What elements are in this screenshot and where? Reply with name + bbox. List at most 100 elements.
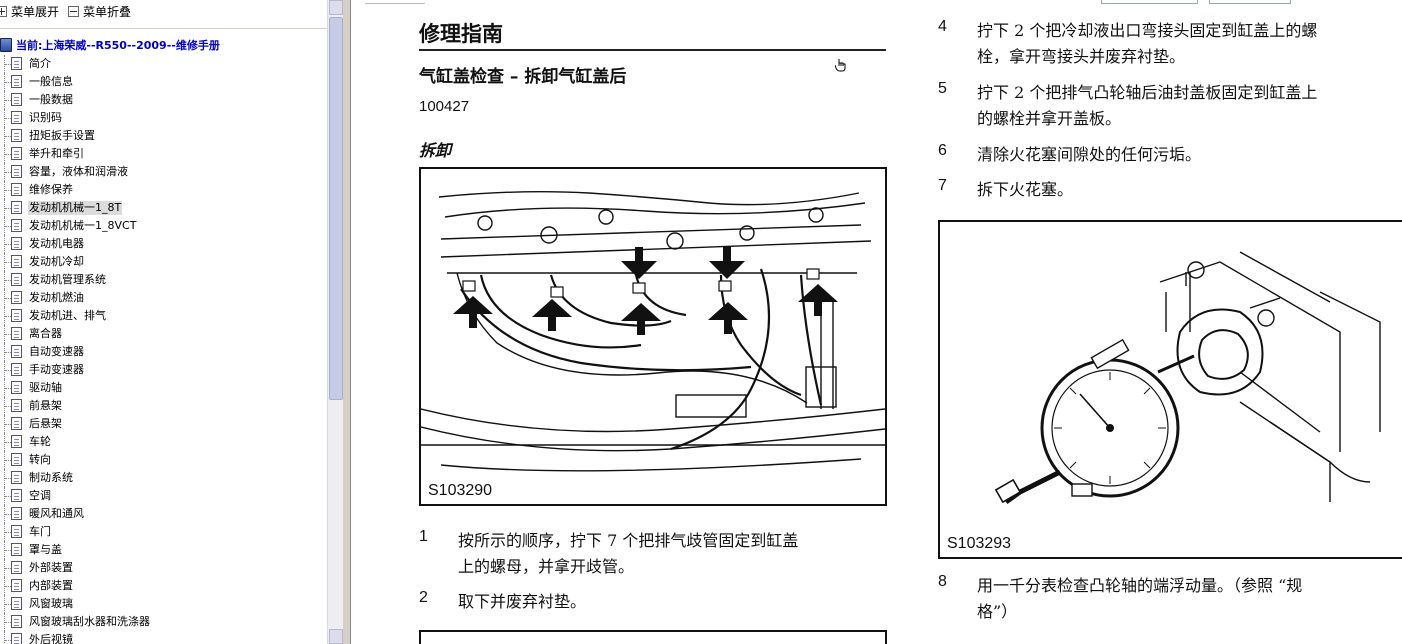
page-title: 修理指南	[419, 22, 503, 46]
tree-item-label: 转向	[29, 453, 51, 466]
step-text-line: 栓，拿开弯接头并废弃衬垫。	[977, 47, 1186, 66]
collapse-icon	[68, 5, 79, 17]
tree-item[interactable]: 风窗玻璃	[0, 595, 327, 613]
tree-item-label: 风窗玻璃刮水器和洗涤器	[29, 615, 150, 628]
tree-item-label: 外部装置	[29, 561, 73, 574]
tree-item[interactable]: 容量，液体和润滑液	[0, 163, 327, 181]
tree-connector	[5, 64, 11, 65]
page-icon	[11, 255, 22, 268]
tree-connector	[5, 352, 11, 353]
tree-item[interactable]: 车轮	[0, 433, 327, 451]
step-text-line: 清除火花塞间隙处的任何污垢。	[977, 145, 1202, 164]
tree-item[interactable]: 扭矩扳手设置	[0, 127, 327, 145]
tree-connector	[5, 550, 11, 551]
tree-item[interactable]: 发动机机械一1_8VCT	[0, 217, 327, 235]
step-number: 6	[938, 142, 947, 159]
tree-item[interactable]: 空调	[0, 487, 327, 505]
step-number: 2	[419, 589, 428, 606]
tree-item-label: 维修保养	[29, 183, 73, 196]
tree-item-label: 内部装置	[29, 579, 73, 592]
tree-item[interactable]: 一般数据	[0, 91, 327, 109]
tree-item[interactable]: 后悬架	[0, 415, 327, 433]
tree-item-label: 发动机电器	[29, 237, 84, 250]
tree-item[interactable]: 罩与盖	[0, 541, 327, 559]
title-rule	[419, 49, 886, 51]
tree-item[interactable]: 发动机电器	[0, 235, 327, 253]
tree-item[interactable]: 举升和牵引	[0, 145, 327, 163]
page-icon	[11, 363, 22, 376]
tree-connector	[4, 235, 5, 253]
top-box	[1209, 0, 1291, 4]
tree-item[interactable]: 发动机管理系统	[0, 271, 327, 289]
tree-item-label: 一般数据	[29, 93, 73, 106]
tree-toolbar: 菜单展开 菜单折叠	[0, 0, 327, 22]
collapse-menu-button[interactable]: 菜单折叠	[68, 3, 131, 19]
tree-item[interactable]: 转向	[0, 451, 327, 469]
tree-connector	[5, 442, 11, 443]
page-icon	[11, 111, 22, 124]
tree-item[interactable]: 内部装置	[0, 577, 327, 595]
tree-item[interactable]: 离合器	[0, 325, 327, 343]
scrollbar-thumb[interactable]	[329, 17, 343, 400]
step-number: 5	[938, 80, 947, 97]
tree-item[interactable]: 一般信息	[0, 73, 327, 91]
page-icon	[11, 75, 22, 88]
tree-connector	[5, 496, 11, 497]
tree-connector	[5, 568, 11, 569]
tree-item[interactable]: 风窗玻璃刮水器和洗涤器	[0, 613, 327, 631]
tree-item[interactable]: 发动机燃油	[0, 289, 327, 307]
tree-connector	[4, 361, 5, 379]
tree-connector	[4, 73, 5, 91]
tree-connector	[4, 433, 5, 451]
tree-item[interactable]: 识别码	[0, 109, 327, 127]
tree-item[interactable]: 维修保养	[0, 181, 327, 199]
page-icon	[11, 615, 22, 628]
tree-item[interactable]: 外后视镜	[0, 631, 327, 644]
navigation-panel: 菜单展开 菜单折叠 当前:上海荣威--R550--2009--维修手册 简介一般…	[0, 0, 327, 644]
tree-item[interactable]: 简介	[0, 55, 327, 73]
top-box	[1101, 0, 1198, 4]
tree-connector	[5, 316, 11, 317]
tree-connector	[4, 577, 5, 595]
tree-item[interactable]: 车门	[0, 523, 327, 541]
page-icon	[11, 183, 22, 196]
page-icon	[11, 291, 22, 304]
page-subtitle: 气缸盖检查 – 拆卸气缸盖后	[419, 67, 627, 87]
tree-item[interactable]: 发动机冷却	[0, 253, 327, 271]
tree-connector	[5, 406, 11, 407]
tree-item[interactable]: 制动系统	[0, 469, 327, 487]
scroll-down-arrow-icon[interactable]	[329, 629, 343, 644]
tree-connector	[4, 91, 5, 109]
tree-item-label: 离合器	[29, 327, 62, 340]
tree-connector	[4, 541, 5, 559]
scroll-up-arrow-icon[interactable]	[329, 0, 343, 15]
tree-connector	[4, 451, 5, 469]
page-icon	[11, 219, 22, 232]
tree-root[interactable]: 当前:上海荣威--R550--2009--维修手册	[0, 37, 220, 53]
tree-item[interactable]: 发动机机械一1_8T	[0, 199, 327, 217]
step-text: 按所示的顺序，拧下 7 个把排气歧管固定到缸盖上的螺母，并拿开歧管。	[458, 528, 798, 580]
page-icon	[11, 165, 22, 178]
tree-item[interactable]: 外部装置	[0, 559, 327, 577]
tree-connector	[5, 244, 11, 245]
next-figure-frame	[419, 630, 887, 644]
tree-connector	[4, 559, 5, 577]
tree-item[interactable]: 前悬架	[0, 397, 327, 415]
page-icon	[11, 147, 22, 160]
tree-item[interactable]: 暖风和通风	[0, 505, 327, 523]
tree-connector	[4, 199, 5, 217]
tree-item[interactable]: 自动变速器	[0, 343, 327, 361]
page-icon	[11, 57, 22, 70]
tree-item[interactable]: 手动变速器	[0, 361, 327, 379]
tree-item-label: 发动机燃油	[29, 291, 84, 304]
pane-splitter[interactable]	[343, 0, 351, 644]
tree-item[interactable]: 驱动轴	[0, 379, 327, 397]
tree-item[interactable]: 发动机进、排气	[0, 307, 327, 325]
step-text-line: 按所示的顺序，拧下 7 个把排气歧管固定到缸盖	[458, 531, 799, 550]
page-icon	[11, 129, 22, 142]
tree-scrollbar[interactable]	[327, 0, 343, 644]
expand-menu-button[interactable]: 菜单展开	[0, 3, 59, 19]
dial-gauge-figure: S103293	[938, 220, 1402, 559]
figure-label: S103290	[428, 482, 493, 499]
tree-connector	[5, 154, 11, 155]
